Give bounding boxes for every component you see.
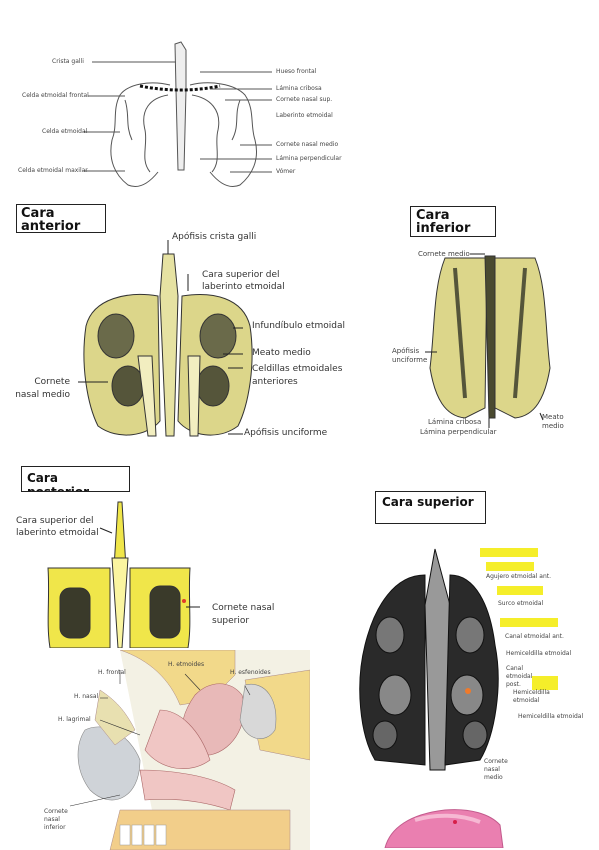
label-h-esfenoides: H. esfenoides	[230, 669, 271, 676]
title-cara-inferior: Cara inferior	[410, 206, 496, 237]
cara-superior-drawing	[359, 548, 499, 771]
title-cara-superior: Cara superior	[375, 491, 486, 524]
label-meato-medio-anterior: Meato medio	[252, 348, 311, 358]
highlight-1	[480, 548, 538, 557]
title-cara-anterior: Cara anterior	[16, 204, 106, 233]
cara-posterior-drawing	[47, 501, 200, 648]
label-cornete-nasal-medio-top: Cornete nasal medio	[276, 141, 339, 148]
label-hemiceldilla-etmoidal: Hemiceldilla etmoidal	[506, 650, 572, 657]
label-infundibulo-etmoidal: Infundíbulo etmoidal	[252, 321, 346, 331]
label-cornete-nasal-inferior: Cornete nasal inferior	[44, 808, 68, 831]
label-meato-medio-inferior: Meato medio	[542, 413, 564, 430]
label-cornete-nasal-post: Hemiceldilla etmoidal	[513, 689, 550, 704]
label-apofisis-crista-galli: Apófisis crista galli	[172, 232, 257, 242]
label-celda-etmoidal-maxilar: Celda etmoidal maxilar	[18, 167, 88, 174]
label-hemiceldilla-etmoidal-2: Hemiceldilla etmoidal	[518, 713, 584, 720]
label-lamina-cribosa-top: Lámina cribosa	[276, 85, 322, 92]
label-cornete-nasal-medio-superior: Cornete nasal medio	[484, 758, 508, 781]
highlight-2	[486, 562, 534, 571]
label-h-lagrimal: H. lagrimal	[58, 716, 91, 723]
label-h-nasal: H. nasal	[74, 693, 99, 700]
label-apofisis-etmoidal-ant: Agujero etmoidal ant.	[486, 573, 552, 580]
label-apofisis-unciforme-inferior: Apófisis unciforme	[392, 347, 428, 364]
cara-anterior-drawing	[78, 240, 253, 437]
pink-model-fragment	[384, 809, 504, 848]
label-cara-superior-laberinto: Cara superior del laberinto etmoidal	[202, 270, 285, 292]
label-lamina-perpendicular-inferior: Lámina perpendicular	[420, 428, 497, 436]
highlight-4	[500, 618, 558, 627]
label-canal-etmoidal-post: Canal etmoidal post.	[506, 665, 533, 688]
label-h-etmoides: H. etmoides	[168, 661, 205, 668]
highlight-5	[532, 676, 558, 690]
label-celda-etmoidal-frontal: Celda etmoidal frontal	[22, 92, 89, 99]
label-cara-superior-laberinto-posterior: Cara superior del laberinto etmoidal	[16, 516, 99, 538]
label-lamina-perpendicular-top: Lámina perpendicular	[276, 155, 342, 162]
highlight-3	[497, 586, 543, 595]
cara-inferior-drawing	[425, 253, 551, 428]
lateral-view-drawing	[69, 650, 310, 850]
label-hueso-frontal: Hueso frontal	[276, 68, 317, 75]
label-cornete-nasal-medio-anterior: Cornete nasal medio	[15, 377, 70, 400]
top-diagram-drawing	[84, 41, 272, 187]
label-h-frontal: H. frontal	[98, 669, 126, 676]
label-vomer: Vómer	[276, 168, 296, 175]
label-celda-etmoidal: Celda etmoidal	[42, 128, 88, 135]
label-apofisis-unciforme-anterior: Apófisis unciforme	[244, 428, 328, 438]
label-laberinto-etmoidal: Laberinto etmoidal	[276, 112, 333, 119]
label-canal-etmoidal-ant: Canal etmoidal ant.	[505, 633, 564, 640]
label-cornete-nasal-sup: Cornete nasal sup.	[276, 96, 333, 103]
title-cara-posterior: Cara posterior	[21, 466, 130, 492]
label-surco-etmoidal: Surco etmoidal	[498, 600, 544, 607]
top-diagram: Crista galli Celda etmoidal frontal Celd…	[0, 0, 599, 200]
label-celdillas-etmoidales: Celdillas etmoidales anteriores	[252, 364, 343, 387]
label-cornete-nasal-superior: Cornete nasal superior	[212, 603, 275, 626]
label-lamina-cribosa-inferior: Lámina cribosa	[428, 418, 482, 426]
label-crista-galli: Crista galli	[52, 58, 84, 65]
label-cornete-medio-inferior: Cornete medio	[418, 250, 470, 258]
